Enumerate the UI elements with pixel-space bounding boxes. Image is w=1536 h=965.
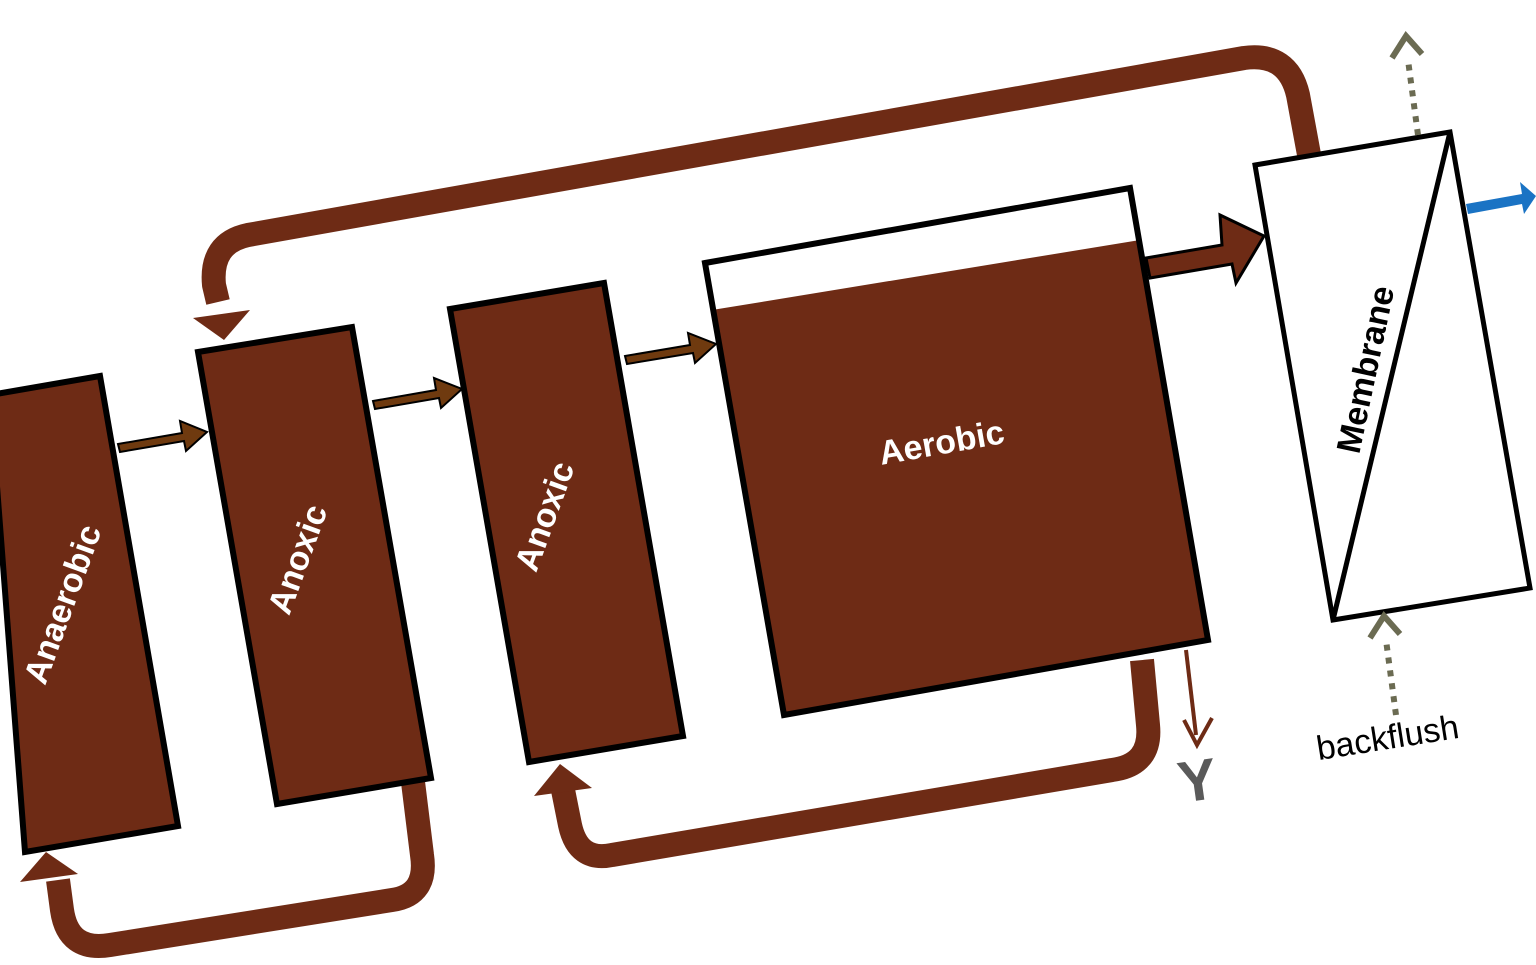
feed-arrow-anoxic1-to-anoxic2 [371, 376, 464, 411]
recycle-arrowhead [20, 852, 78, 882]
recycle-membrane-to-anoxic1 [193, 45, 1322, 340]
backflush-arrow [1367, 611, 1403, 716]
tank-anoxic-2: Anoxic [446, 279, 687, 766]
tank-anoxic-1: Anoxic [194, 323, 435, 808]
recycle-anoxic1-to-anaerobic [20, 780, 435, 958]
aerobic-liquid [705, 240, 1208, 715]
recycle-arrowhead [534, 764, 592, 796]
tank-anaerobic: Anaerobic [0, 372, 182, 856]
feed-arrow-anaerobic-to-anoxic1 [116, 419, 209, 454]
membrane-diagonal [1330, 131, 1453, 621]
recycle-aerobic-to-anoxic2 [534, 658, 1161, 869]
air-scour-arrow [1389, 31, 1425, 136]
permeate-arrow [1466, 182, 1536, 214]
recycle-arrowhead [193, 310, 250, 340]
tank-aerobic: Aerobic [701, 184, 1212, 719]
feed-arrow-aerobic-to-membrane [1144, 212, 1267, 288]
membrane-module: Membrane [1252, 129, 1533, 623]
feed-arrow-anoxic2-to-aerobic [623, 331, 718, 366]
waste-arrow [1182, 649, 1214, 750]
backflush-label: backflush [1314, 708, 1462, 768]
waste-symbol: Y [1174, 746, 1221, 816]
